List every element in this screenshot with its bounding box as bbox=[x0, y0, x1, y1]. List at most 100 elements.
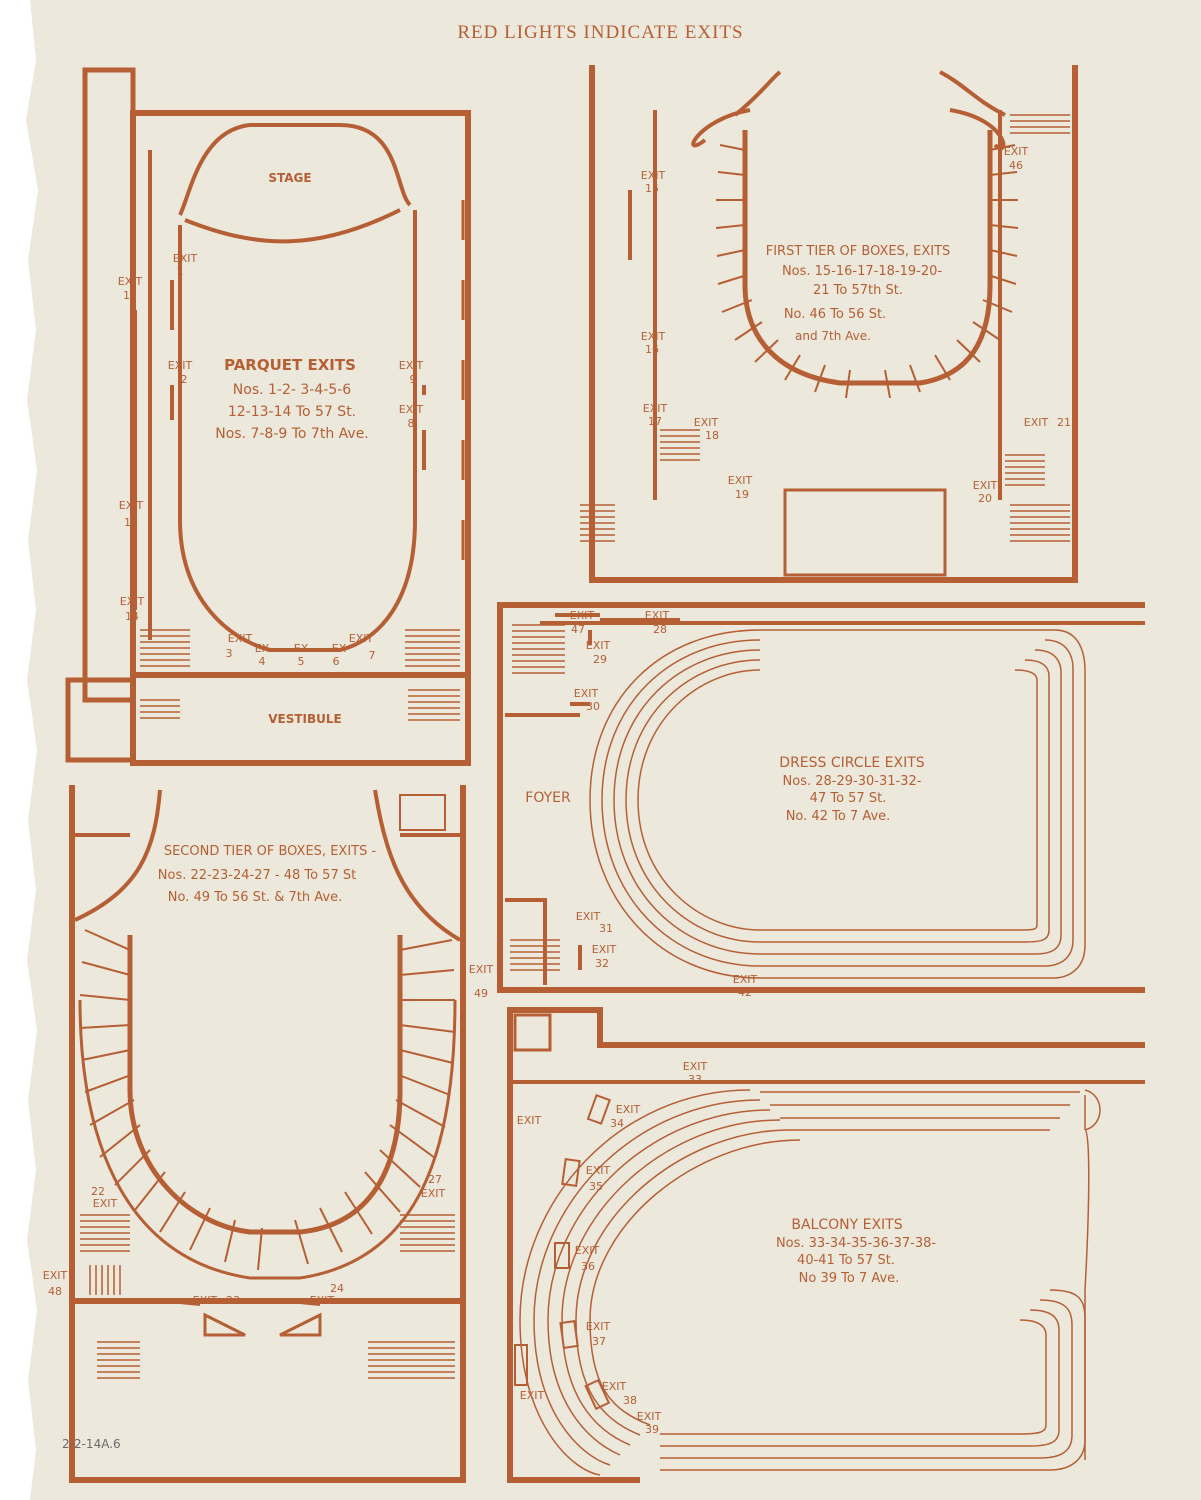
exit-word: EXIT bbox=[574, 687, 599, 700]
exit-word: EXIT bbox=[683, 1060, 708, 1073]
ex-word: EX bbox=[332, 642, 347, 655]
first-tier-exit-lines bbox=[628, 190, 657, 400]
exit-word: EXIT bbox=[173, 252, 198, 265]
exit-number: 47 bbox=[571, 623, 585, 636]
first-tier-line-3: 21 To 57th St. bbox=[813, 283, 903, 298]
exit-number: 31 bbox=[599, 922, 613, 935]
balcony-corner-box bbox=[513, 1013, 552, 1052]
parquet-exit-line-left bbox=[133, 280, 174, 610]
exit-number: 4 bbox=[259, 655, 266, 668]
exit-number: 14 bbox=[125, 610, 139, 623]
balcony-exit-boxes bbox=[514, 1094, 611, 1411]
exit-word: EXIT bbox=[1004, 145, 1029, 158]
dress-circle-wall bbox=[497, 602, 1145, 993]
vestibule-label: VESTIBULE bbox=[268, 712, 342, 726]
exit-word: EXIT bbox=[616, 1103, 641, 1116]
ex-word: EX bbox=[255, 642, 270, 655]
first-tier-line-4: No. 46 To 56 St. bbox=[784, 307, 886, 322]
parquet-lower-annex bbox=[65, 677, 133, 763]
exit-word: EXIT bbox=[310, 1294, 335, 1307]
exit-number: 39 bbox=[645, 1423, 659, 1436]
balcony-rows bbox=[519, 1089, 1101, 1476]
exit-number: 12 bbox=[123, 289, 137, 302]
exit-word: EXIT bbox=[637, 1410, 662, 1423]
exit-number: 42 bbox=[738, 986, 752, 999]
first-tier-outer-wall bbox=[589, 65, 1078, 583]
second-tier-hood-right bbox=[373, 789, 462, 942]
first-tier-hood-right bbox=[939, 70, 1006, 117]
balcony-exit-labels: EXIT 33 EXIT EXIT 34 EXIT 35 EXIT 36 EXI… bbox=[517, 1060, 708, 1436]
second-tier-lobby-bar bbox=[75, 1298, 460, 1304]
dress-circle-rows bbox=[589, 629, 1086, 979]
exit-number: 1 bbox=[177, 265, 184, 278]
parquet-plan: STAGE VESTIBULE PARQUET EXITS Nos. 1-2- … bbox=[65, 67, 471, 766]
balcony-line-1: BALCONY EXITS bbox=[791, 1217, 902, 1233]
exit-number: 38 bbox=[623, 1394, 637, 1407]
parquet-line-2: 12-13-14 To 57 St. bbox=[228, 404, 356, 420]
ex-word: EX bbox=[294, 642, 309, 655]
exit-word: EXIT bbox=[570, 609, 595, 622]
exit-word: EXIT bbox=[93, 1197, 118, 1210]
exit-word: EXIT bbox=[168, 359, 193, 372]
parquet-vestibule-bar bbox=[135, 672, 465, 678]
exit-number: 49 bbox=[474, 987, 488, 1000]
exit-word: EXIT bbox=[694, 416, 719, 429]
exit-word: EXIT bbox=[592, 943, 617, 956]
first-tier-line-1: FIRST TIER OF BOXES, EXITS bbox=[766, 244, 951, 259]
exit-word: EXIT bbox=[602, 1380, 627, 1393]
balcony-plan: BALCONY EXITS Nos. 33-34-35-36-37-38- 40… bbox=[507, 1007, 1145, 1483]
first-tier-hood-left bbox=[733, 70, 782, 117]
foyer-label: FOYER bbox=[525, 790, 571, 806]
exit-word: EXIT bbox=[643, 402, 668, 415]
first-tier-boxes-outer bbox=[691, 108, 1006, 151]
parquet-line-3: Nos. 7-8-9 To 7th Ave. bbox=[215, 426, 369, 442]
exit-number: 7 bbox=[369, 649, 376, 662]
exit-word: EXIT bbox=[118, 275, 143, 288]
exit-number: 15 bbox=[645, 182, 659, 195]
exit-number: 35 bbox=[589, 1180, 603, 1193]
exit-word: EXIT bbox=[228, 632, 253, 645]
exit-word: EXIT bbox=[1024, 416, 1049, 429]
exit-number: 16 bbox=[645, 343, 659, 356]
exit-word: EXIT bbox=[575, 1244, 600, 1257]
torn-edge bbox=[0, 0, 38, 1500]
second-tier-corner-box bbox=[399, 794, 446, 831]
exit-number: 29 bbox=[593, 653, 607, 666]
exit-number: 23 bbox=[226, 1294, 240, 1307]
exit-number: 27 bbox=[428, 1173, 442, 1186]
exit-word: EXIT bbox=[349, 632, 374, 645]
page-header: RED LIGHTS INDICATE EXITS bbox=[457, 22, 744, 43]
exit-number: 5 bbox=[298, 655, 305, 668]
dress-circle-line-3: 47 To 57 St. bbox=[810, 791, 887, 806]
exit-word: EXIT bbox=[586, 639, 611, 652]
dress-circle-inner-wall bbox=[505, 621, 1145, 717]
exit-number: 24 bbox=[330, 1282, 344, 1295]
second-tier-stairs bbox=[80, 1214, 455, 1379]
exit-word: EXIT bbox=[43, 1269, 68, 1282]
parquet-line-1: Nos. 1-2- 3-4-5-6 bbox=[233, 382, 351, 398]
exit-word: EXIT bbox=[193, 1294, 218, 1307]
first-tier-foyer-block bbox=[783, 488, 947, 577]
second-tier-box-dividers bbox=[79, 929, 456, 1271]
first-tier-line-5: and 7th Ave. bbox=[795, 329, 871, 343]
exit-number: 2 bbox=[181, 373, 188, 386]
exit-word: EXIT bbox=[733, 973, 758, 986]
second-tier-exit-lines bbox=[70, 960, 465, 1306]
exit-word: EXIT bbox=[586, 1320, 611, 1333]
dress-circle-exit-labels: EXIT 47 EXIT 28 EXIT 29 EXIT 30 EXIT 31 … bbox=[570, 609, 758, 999]
exit-number: 46 bbox=[1009, 159, 1023, 172]
pencil-note: 2-2-14A.6 bbox=[62, 1437, 121, 1451]
exit-word: EXIT bbox=[641, 169, 666, 182]
first-tier-plan: FIRST TIER OF BOXES, EXITS Nos. 15-16-17… bbox=[580, 65, 1078, 583]
second-tier-plan: SECOND TIER OF BOXES, EXITS - Nos. 22-23… bbox=[43, 785, 494, 1483]
parquet-left-annex bbox=[82, 67, 136, 703]
exit-word: EXIT bbox=[399, 359, 424, 372]
exit-word: EXIT bbox=[120, 595, 145, 608]
parquet-auditorium bbox=[178, 210, 417, 652]
dress-circle-line-4: No. 42 To 7 Ave. bbox=[786, 809, 891, 824]
balcony-line-3: 40-41 To 57 St. bbox=[797, 1253, 895, 1268]
second-tier-hood-left bbox=[74, 789, 162, 922]
exit-word: EXIT bbox=[421, 1187, 446, 1200]
